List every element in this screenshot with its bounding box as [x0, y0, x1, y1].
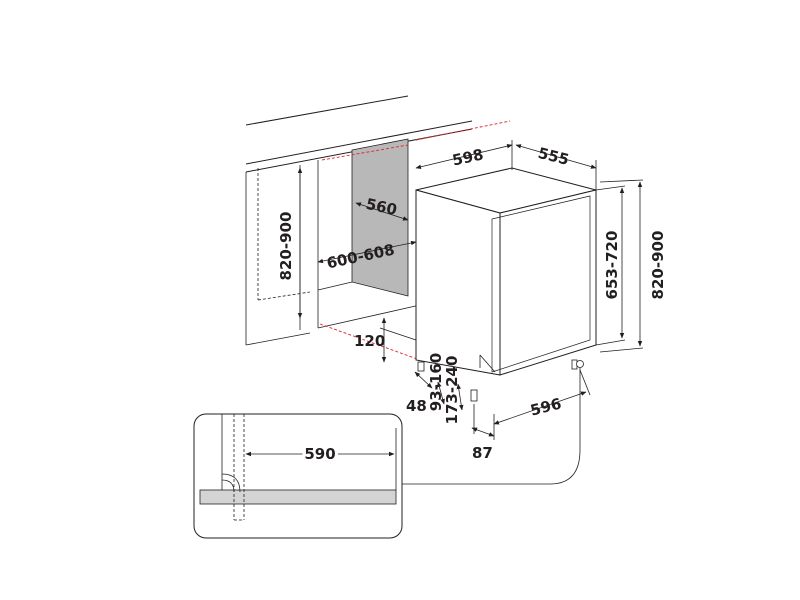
label-niche-height: 820-900 [277, 212, 295, 281]
detail-inset: 590 [193, 413, 403, 539]
alignment-guides [319, 120, 511, 361]
dishwasher-body [415, 167, 597, 402]
dimension-lines [297, 140, 644, 485]
label-detail-width: 590 [304, 445, 335, 463]
label-base-depth: 596 [529, 395, 564, 420]
label-foot-setback: 87 [472, 444, 493, 462]
label-appliance-width: 598 [451, 145, 485, 169]
label-plinth-range-a: 93-160 [427, 353, 445, 411]
label-appliance-height: 653-720 [603, 231, 621, 300]
label-plinth-range-b: 173-240 [443, 356, 461, 425]
dimension-labels: 598 555 560 600-608 820-900 653-720 820-… [277, 144, 667, 462]
label-foot-offset: 48 [406, 397, 427, 415]
label-overall-height: 820-900 [649, 231, 667, 300]
label-appliance-depth: 555 [536, 144, 571, 169]
label-service-height: 120 [354, 332, 385, 350]
